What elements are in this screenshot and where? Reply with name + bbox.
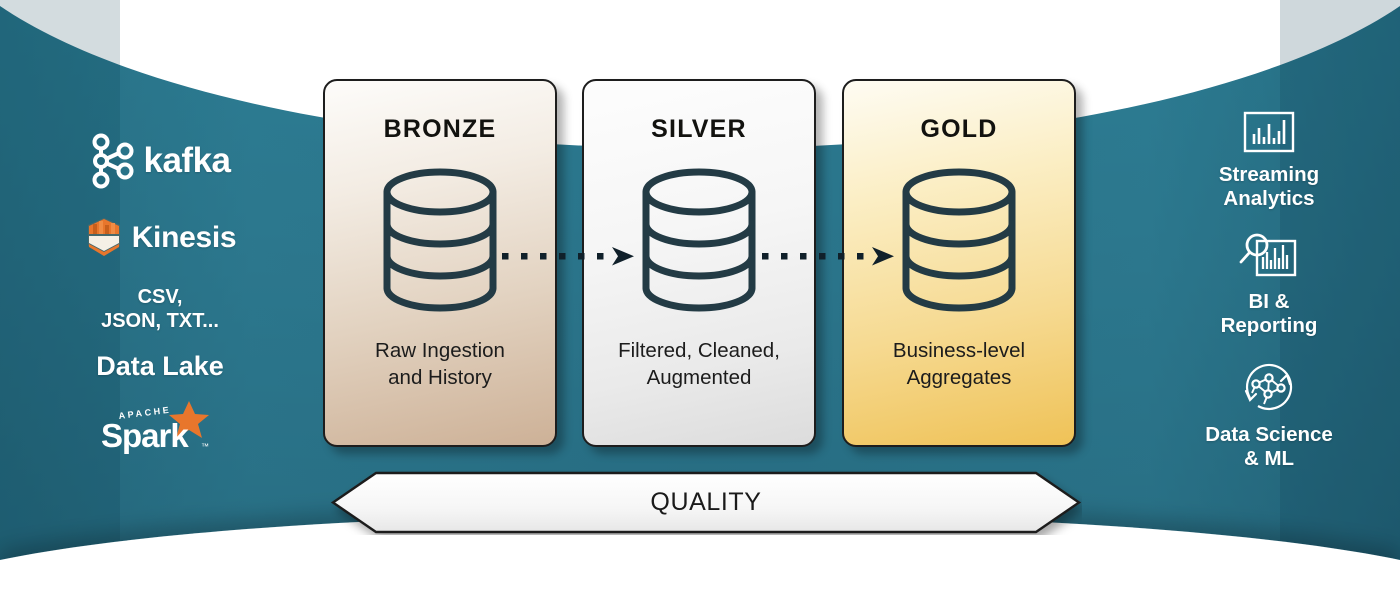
consumer-label-data-science-ml-line1: Data Science bbox=[1205, 422, 1333, 446]
bar-chart-frame-icon bbox=[1243, 111, 1295, 153]
apache-spark-logo-icon: APACHE Spark ™ bbox=[101, 401, 209, 454]
card-title-bronze: BRONZE bbox=[383, 115, 497, 143]
source-item-datalake: Data Lake bbox=[96, 351, 224, 382]
consumer-label-bi-reporting: BI & Reporting bbox=[1221, 290, 1318, 338]
card-caption-gold: Business-level Aggregates bbox=[893, 337, 1025, 392]
aws-kinesis-logo-icon bbox=[87, 218, 120, 256]
card-caption-silver-line2: Augmented bbox=[646, 366, 752, 390]
database-cylinder-icon bbox=[372, 164, 508, 321]
medallion-card-bronze[interactable]: BRONZE Raw Ingestion and History bbox=[323, 79, 557, 447]
consumer-item-streaming-analytics: Streaming Analytics bbox=[1219, 110, 1319, 211]
card-caption-bronze-line1: Raw Ingestion bbox=[375, 339, 505, 362]
consumer-label-data-science-ml: Data Science & ML bbox=[1205, 423, 1333, 471]
card-caption-bronze-line2: and History bbox=[388, 366, 492, 390]
connector-bronze-to-silver bbox=[502, 247, 634, 266]
source-label-kinesis: Kinesis bbox=[131, 221, 237, 254]
sources-column: kafka Kinesis CSV, JSON, TXT... Data Lak… bbox=[40, 132, 280, 455]
database-cylinder-icon bbox=[891, 164, 1027, 321]
connector-silver-to-gold bbox=[762, 247, 894, 266]
consumer-item-bi-reporting: BI & Reporting bbox=[1221, 233, 1318, 338]
quality-arrow bbox=[330, 471, 1082, 534]
source-item-formats: CSV, JSON, TXT... bbox=[101, 286, 219, 333]
consumer-label-streaming-analytics-line2: Analytics bbox=[1223, 186, 1315, 210]
medallion-card-silver[interactable]: SILVER Filtered, Cleaned, Augmented bbox=[582, 79, 816, 447]
card-title-silver: SILVER bbox=[651, 115, 747, 143]
source-item-spark: APACHE Spark ™ bbox=[40, 399, 280, 455]
neural-network-circle-icon bbox=[1244, 363, 1293, 411]
svg-text:Spark: Spark bbox=[101, 417, 189, 454]
card-caption-gold-line2: Aggregates bbox=[906, 366, 1012, 390]
consumer-item-data-science-ml: Data Science & ML bbox=[1205, 360, 1333, 471]
card-title-gold: GOLD bbox=[920, 115, 998, 143]
database-cylinder-icon bbox=[631, 164, 767, 321]
medallion-card-gold[interactable]: GOLD Business-level Aggregates bbox=[842, 79, 1076, 447]
card-caption-bronze: Raw Ingestion and History bbox=[375, 337, 505, 392]
source-item-kafka: kafka bbox=[40, 132, 280, 190]
svg-text:™: ™ bbox=[201, 442, 209, 451]
consumer-label-bi-reporting-line2: Reporting bbox=[1220, 313, 1318, 337]
source-item-kinesis: Kinesis bbox=[40, 216, 280, 260]
consumer-label-streaming-analytics-line1: Streaming bbox=[1218, 163, 1320, 186]
card-caption-silver-line1: Filtered, Cleaned, bbox=[618, 339, 780, 362]
source-label-formats-line2: JSON, TXT... bbox=[101, 309, 219, 332]
magnifier-bar-chart-icon bbox=[1239, 233, 1297, 277]
consumers-column: Streaming Analytics BI bbox=[1164, 110, 1374, 471]
source-label-kafka: kafka bbox=[143, 141, 231, 180]
consumer-label-streaming-analytics: Streaming Analytics bbox=[1219, 163, 1319, 211]
consumer-label-data-science-ml-line2: & ML bbox=[1243, 446, 1295, 470]
card-caption-gold-line1: Business-level bbox=[892, 339, 1026, 362]
card-caption-silver: Filtered, Cleaned, Augmented bbox=[618, 337, 780, 392]
consumer-label-bi-reporting-line1: BI & bbox=[1248, 289, 1290, 313]
kafka-logo-icon bbox=[92, 133, 134, 189]
source-label-formats-line1: CSV, bbox=[137, 286, 183, 308]
